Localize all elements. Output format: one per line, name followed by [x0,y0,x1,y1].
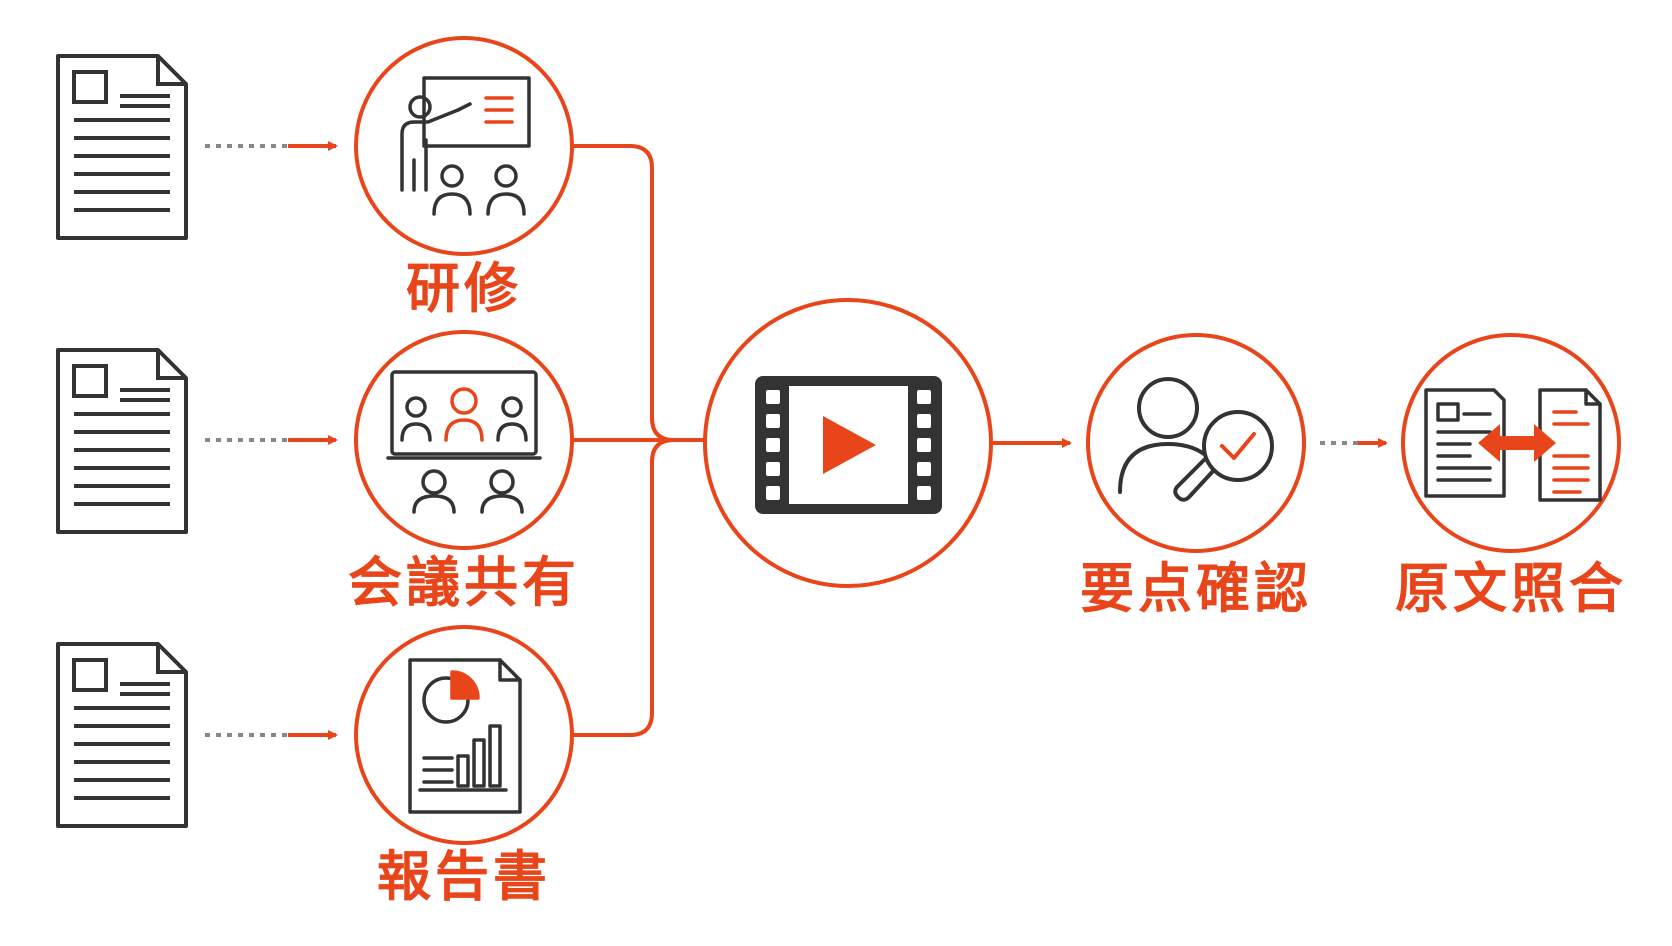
document-icon [56,54,188,240]
video-conference-icon [386,370,542,514]
document-icon [56,642,188,828]
presentation-training-icon [400,76,531,216]
step-label-compare: 原文照合 [1395,557,1627,620]
source-label-report: 報告書 [377,845,551,908]
document-icon [56,348,188,534]
merge-connector [572,144,706,737]
step-label-summary: 要点確認 [1080,557,1312,620]
report-chart-icon [408,658,522,814]
source-label-training: 研修 [406,257,522,320]
meeting-circle [354,330,574,550]
summary-check-circle [1086,333,1306,553]
document-compare-icon [1424,388,1602,502]
video-play-icon [755,376,942,514]
person-search-check-icon [1118,377,1274,502]
double-arrow-icon [1478,424,1556,462]
source-label-meeting: 会議共有 [348,551,580,614]
